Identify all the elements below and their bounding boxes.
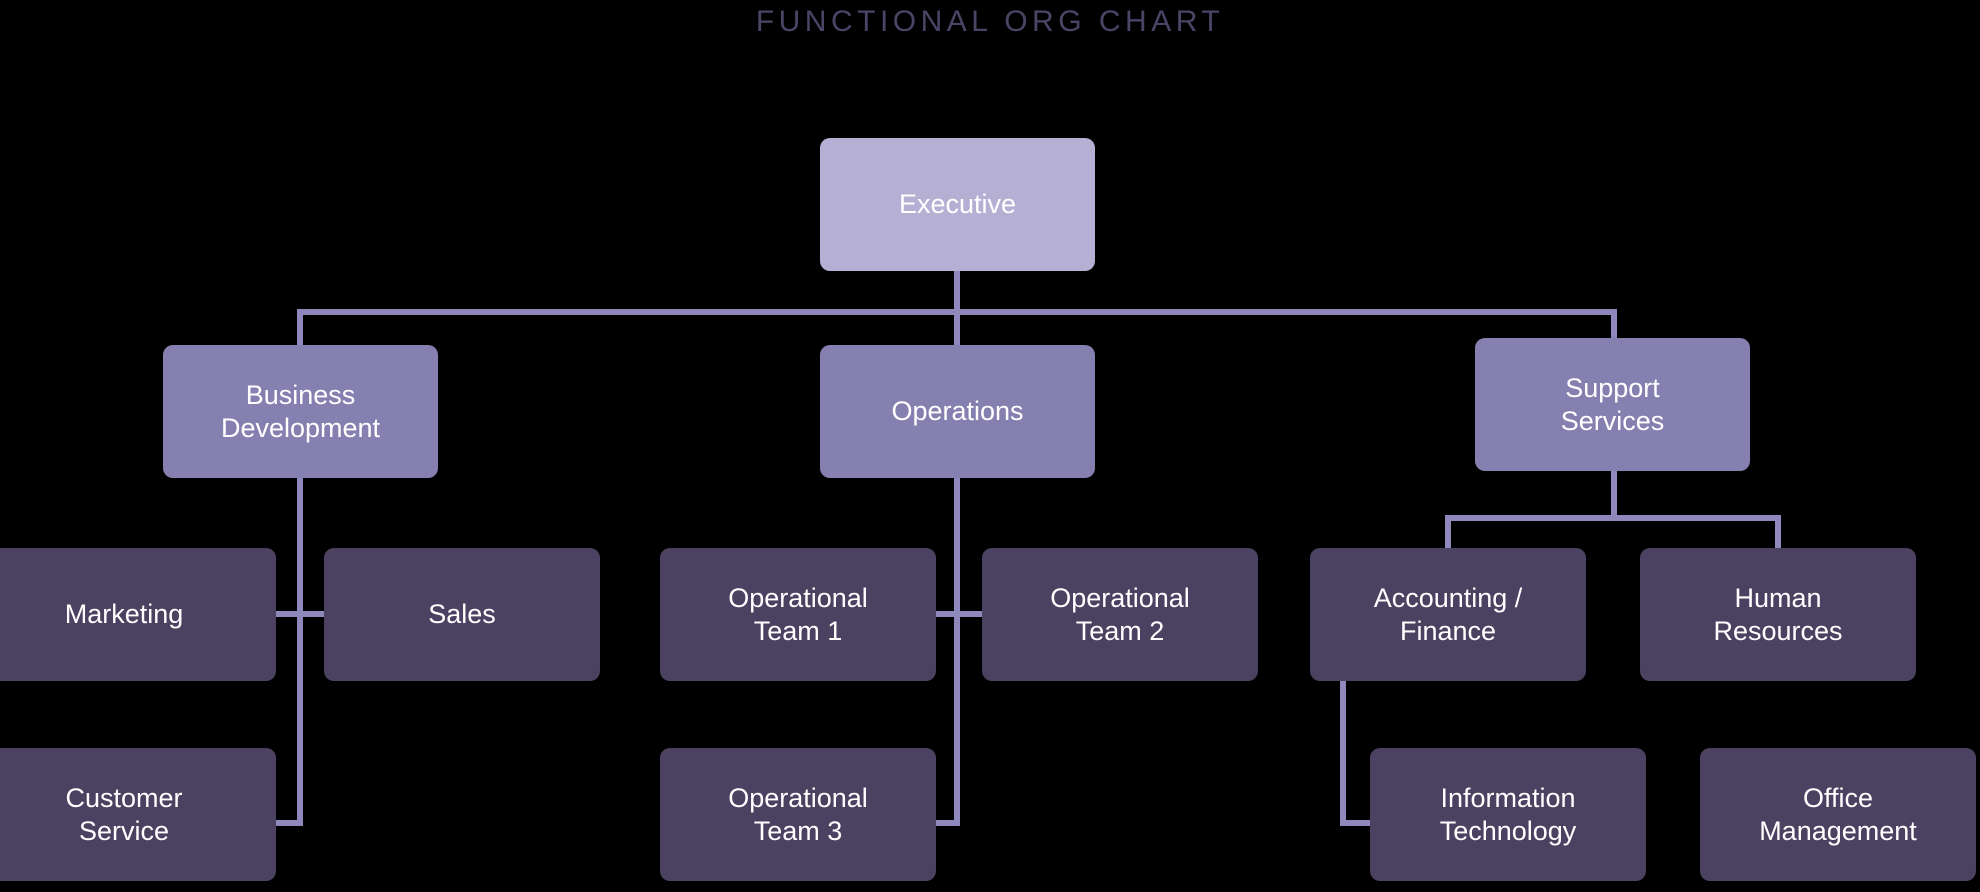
connector-ops-spine	[954, 478, 960, 826]
org-node-label: Information Technology	[1439, 782, 1577, 846]
org-node-operational-team-1[interactable]: Operational Team 1	[660, 548, 936, 681]
org-node-human-resources[interactable]: Human Resources	[1640, 548, 1916, 681]
org-node-label: Operational Team 1	[728, 582, 868, 646]
org-node-accounting-finance[interactable]: Accounting / Finance	[1310, 548, 1586, 681]
org-node-label: Business Development	[220, 379, 381, 443]
org-node-office-management[interactable]: Office Management	[1700, 748, 1976, 881]
org-node-sales[interactable]: Sales	[324, 548, 600, 681]
connector-ss-stem	[1611, 471, 1617, 521]
org-node-label: Office Management	[1759, 782, 1917, 846]
org-node-label: Operational Team 2	[1050, 582, 1190, 646]
org-node-label: Sales	[428, 599, 496, 630]
org-node-information-technology[interactable]: Information Technology	[1370, 748, 1646, 881]
org-node-marketing[interactable]: Marketing	[0, 548, 276, 681]
connector-drop-human-resources	[1775, 515, 1781, 555]
connector-bd-spine	[297, 478, 303, 826]
org-node-label: Executive	[898, 189, 1017, 220]
connector-bd-branch-sales	[297, 611, 331, 617]
connector-drop-accounting-finance	[1445, 515, 1451, 555]
org-node-executive[interactable]: Executive	[820, 138, 1095, 271]
connector-ops-branch-team2	[954, 611, 988, 617]
connector-drop-business-development	[297, 309, 303, 349]
connector-ops-branch-team1	[925, 611, 959, 617]
org-node-label: Marketing	[64, 599, 184, 630]
connector-drop-support-services	[1611, 309, 1617, 349]
page-title: FUNCTIONAL ORG CHART	[755, 5, 1225, 38]
connector-ss-bus	[1445, 515, 1781, 521]
org-node-support-services[interactable]: Support Services	[1475, 338, 1750, 471]
connector-drop-operations	[954, 309, 960, 349]
org-node-operational-team-3[interactable]: Operational Team 3	[660, 748, 936, 881]
connector-af-spine-it	[1340, 681, 1346, 826]
org-node-label: Operational Team 3	[728, 782, 868, 846]
org-node-operations[interactable]: Operations	[820, 345, 1095, 478]
org-node-business-development[interactable]: Business Development	[163, 345, 438, 478]
org-node-label: Customer Service	[65, 782, 183, 846]
org-node-customer-service[interactable]: Customer Service	[0, 748, 276, 881]
org-node-label: Human Resources	[1713, 582, 1843, 646]
org-node-label: Accounting / Finance	[1373, 582, 1523, 646]
connector-bd-branch-marketing	[268, 611, 302, 617]
org-node-label: Operations	[891, 396, 1024, 427]
org-node-label: Support Services	[1560, 372, 1665, 436]
org-node-operational-team-2[interactable]: Operational Team 2	[982, 548, 1258, 681]
